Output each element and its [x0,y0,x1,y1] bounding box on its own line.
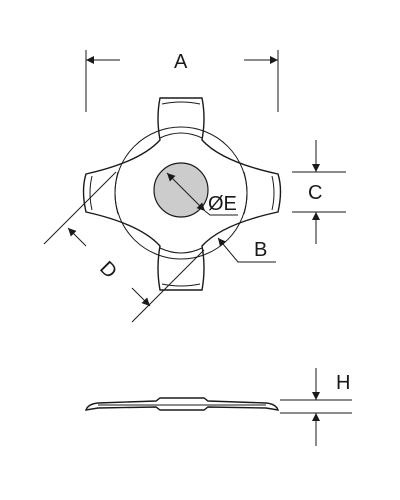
dimension-a: A [85,50,279,112]
tab-left-edge [89,175,93,211]
side-view [84,397,280,411]
dimension-b: B [217,237,276,263]
tab-bottom-inner-arc [159,247,203,254]
label-a: A [174,51,188,73]
label-d: D [95,257,121,283]
tab-top-edge [161,101,201,105]
center-hole [153,162,209,218]
label-c: C [308,182,322,204]
dimension-c: C [292,140,346,244]
dimension-e: ØE [166,172,238,216]
tab-bottom-edge [161,283,201,287]
tab-left-inner-arc [114,171,119,215]
tab-top-inner-arc [159,132,203,139]
label-h: H [336,372,350,394]
tab-right-inner-arc [243,171,248,215]
label-e: ØE [208,193,237,215]
tab-right-edge [271,175,275,211]
dimension-h: H [280,368,352,446]
label-b: B [254,239,267,261]
washer-profile [84,397,280,411]
